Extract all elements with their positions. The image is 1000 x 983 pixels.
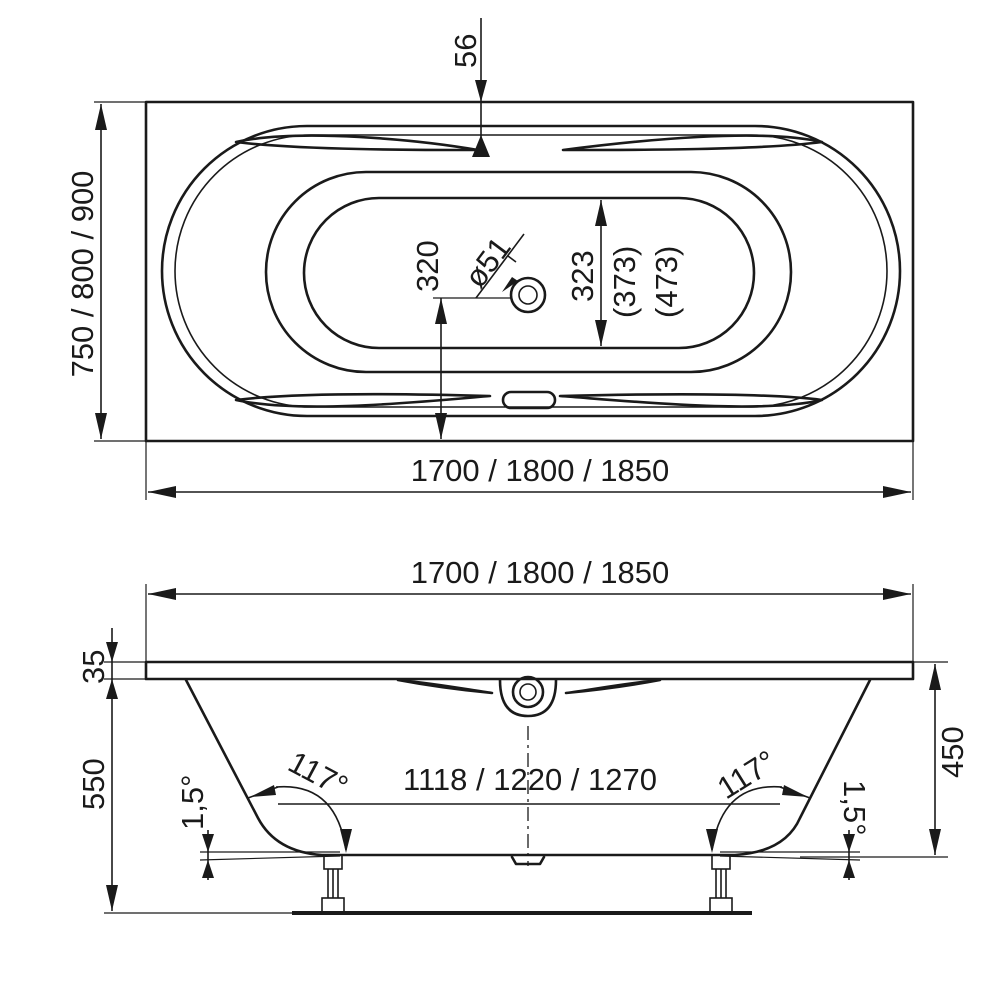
dim-35-arrow-top [106, 642, 118, 662]
armrest-bottom-left [234, 392, 492, 408]
slope-right-arrow-bottom [843, 860, 855, 878]
dim-450-arrow-top [929, 664, 941, 690]
dim-56-arrow-top [475, 80, 487, 102]
angle-left-arrow-top [250, 785, 276, 797]
side-view: 1700 / 1800 / 1850 1118 / 1220 / 1270 11… [76, 555, 970, 915]
top-length-label: 1700 / 1800 / 1850 [411, 453, 670, 488]
dim-320-arrow-top [435, 298, 447, 324]
inner-width-label: 323 [565, 250, 600, 302]
slope-left-line [199, 855, 341, 861]
armrest-bottom-right [558, 392, 824, 408]
drain-position-label: 320 [410, 240, 445, 292]
dim-51-leader [475, 233, 525, 299]
dim-323-arrow-bottom [595, 320, 607, 346]
drain-icon [509, 276, 547, 314]
basin-edge [264, 170, 793, 374]
bottom-length-label: 1118 / 1220 / 1270 [403, 762, 657, 797]
angle-right-arrow-bottom [706, 829, 718, 853]
dim-51-tick [507, 255, 517, 263]
dim-35-arrow-bottom [106, 679, 118, 699]
basin-bottom [302, 196, 756, 350]
dim-length-arrow-right [883, 486, 911, 498]
slope-left-arrow-top [202, 834, 214, 852]
total-height-label: 550 [76, 758, 111, 810]
rim-thickness-label: 35 [76, 650, 111, 684]
dim-323-arrow-top [595, 200, 607, 226]
top-view: 56 750 / 800 / 900 1700 / 1800 / 1850 32… [65, 18, 915, 500]
side-length-label: 1700 / 1800 / 1850 [411, 555, 670, 590]
dim-450-arrow-bottom [929, 829, 941, 855]
slope-right-line [719, 855, 861, 861]
foot-right [709, 854, 733, 913]
slope-right-label: 1,5° [837, 780, 872, 836]
inner-width-alt1-label: (373) [607, 246, 642, 318]
drain-side-icon [498, 678, 558, 718]
width-label: 750 / 800 / 900 [65, 171, 100, 378]
dim-320-arrow-bottom [435, 413, 447, 439]
top-view-outline [144, 100, 915, 443]
angle-right-label: 117° [711, 743, 782, 805]
dim-width-arrow-bottom [95, 413, 107, 439]
armrest-top-left [234, 134, 480, 152]
armrest-side-right [564, 678, 662, 695]
dim-side-length-arrow-left [148, 588, 176, 600]
angle-left-arrow-bottom [340, 829, 352, 853]
inner-width-alt2-label: (473) [649, 246, 684, 318]
dim-51-arrow [502, 277, 518, 292]
dim-length-arrow-left [148, 486, 176, 498]
slope-right-arrow-top [843, 834, 855, 852]
rim-outer [160, 124, 902, 418]
dim-side-length-arrow-right [883, 588, 911, 600]
rim-profile [144, 660, 915, 681]
drain-side-inner [519, 683, 537, 701]
overflow-icon [501, 390, 557, 410]
drain-inner-ring [518, 285, 538, 305]
drain-bottom [510, 855, 546, 866]
armrest-top-right [561, 134, 824, 152]
rim-inner [174, 134, 888, 408]
dim-550-arrow-bottom [106, 885, 118, 911]
depth-label: 450 [935, 726, 970, 778]
slope-left-arrow-bottom [202, 860, 214, 878]
armrest-side-left [396, 678, 494, 695]
slope-left-label: 1,5° [175, 775, 210, 831]
dim-width-arrow-top [95, 104, 107, 130]
foot-left [321, 854, 345, 913]
angle-right-arrow-top [782, 785, 808, 797]
dim-56-arrow-bottom [472, 135, 490, 157]
rim-offset-label: 56 [448, 34, 483, 68]
drain-side-ring [511, 675, 545, 709]
